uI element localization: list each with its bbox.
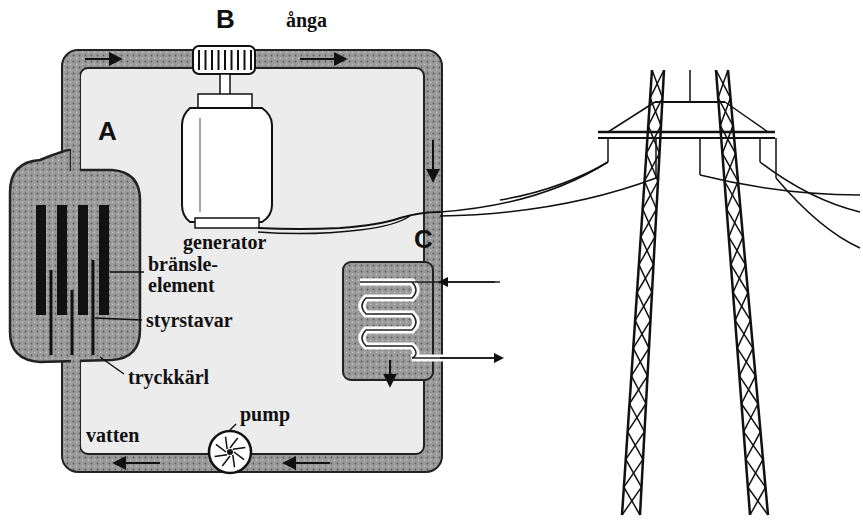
control-rods — [51, 260, 93, 355]
part-label: tryckkärl — [128, 367, 209, 388]
cooling-coil — [360, 282, 500, 358]
power-lines — [440, 162, 860, 248]
generator-body — [182, 108, 272, 222]
turbine — [193, 46, 255, 74]
part-label: vatten — [86, 425, 139, 446]
turbine-blades — [199, 50, 251, 70]
vessel-inlet — [71, 356, 80, 462]
part-label: bränsle- element — [148, 254, 240, 296]
pump-symbol — [209, 431, 251, 473]
part-label: pump — [240, 404, 290, 425]
part-label: styrstavar — [146, 310, 233, 331]
cable — [258, 212, 440, 229]
shaft — [220, 74, 230, 96]
steam-label: ånga — [286, 10, 327, 31]
generator-base — [195, 218, 259, 228]
part-letter: C — [414, 226, 433, 253]
pressure-vessel — [10, 150, 140, 362]
part-letter: B — [216, 6, 235, 33]
part-label: generator — [183, 232, 266, 253]
vessel-outlet — [71, 60, 80, 172]
pylon — [598, 70, 776, 515]
part-letter: A — [98, 118, 117, 145]
pump-vanes — [215, 437, 246, 468]
generator-cap — [198, 94, 252, 108]
